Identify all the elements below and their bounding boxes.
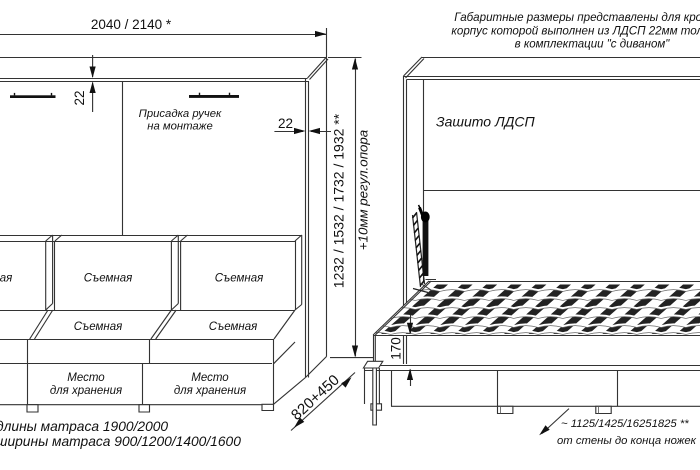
svg-text:Съемная: Съемная [84,273,132,285]
svg-text:Место: Место [191,372,229,384]
svg-text:Съемная: Съемная [0,273,12,285]
svg-text:170: 170 [389,337,404,360]
svg-text:Зашито ЛДСП: Зашито ЛДСП [436,114,536,130]
svg-text:Место: Место [67,372,105,384]
svg-text:для хранения: для хранения [50,385,122,397]
svg-text:Съемная: Съемная [209,321,257,333]
svg-text:1232 / 1532 / 1732 / 1932 **: 1232 / 1532 / 1732 / 1932 ** [331,113,347,288]
svg-text:Съемная: Съемная [215,273,263,285]
svg-text:+10мм регул.опора: +10мм регул.опора [356,130,371,250]
svg-text:22: 22 [278,116,293,131]
svg-text:ширины матраса 900/1200/1400/1: ширины матраса 900/1200/1400/1600 [0,434,241,449]
svg-text:2040 / 2140 *: 2040 / 2140 * [91,17,172,32]
svg-text:для хранения: для хранения [174,385,246,397]
svg-text:длины матраса 1900/2000: длины матраса 1900/2000 [0,419,168,434]
svg-text:на монтаже: на монтаже [147,121,213,133]
svg-text:корпус которой выполнен из ЛДС: корпус которой выполнен из ЛДСП 22мм тол… [451,25,700,38]
svg-text:~ 1125/1425/16251825 **: ~ 1125/1425/16251825 ** [561,418,689,430]
svg-text:от стены до конца ножек: от стены до конца ножек [557,435,697,447]
svg-text:Габаритные размеры представлен: Габаритные размеры представлены для кров… [454,11,700,24]
svg-text:Присадка ручек: Присадка ручек [139,108,222,120]
svg-text:22: 22 [72,90,87,105]
svg-text:Съемная: Съемная [74,321,122,333]
svg-text:в комплектации "с диваном": в комплектации "с диваном" [515,39,671,51]
